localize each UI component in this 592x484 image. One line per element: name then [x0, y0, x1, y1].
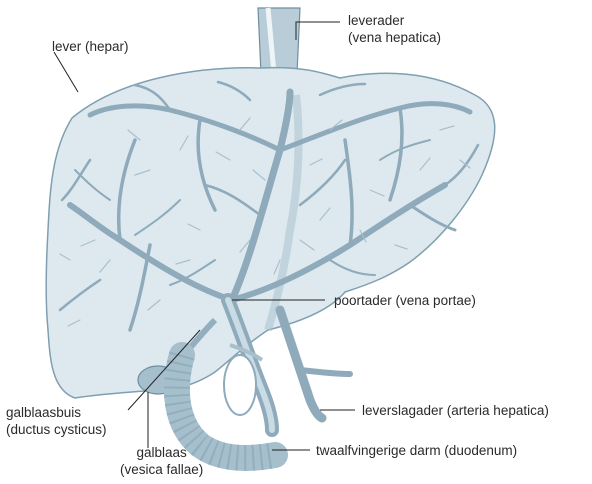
label-leverslagader: leverslagader (arteria hepatica): [362, 402, 549, 419]
label-leverader-line1: leverader: [348, 12, 441, 29]
label-twaalfvingerige-darm: twaalfvingerige darm (duodenum): [316, 442, 517, 459]
label-galblaasbuis-line1: galblaasbuis: [6, 404, 107, 421]
label-galblaas: galblaas (vesica fallae): [120, 444, 203, 478]
label-galblaasbuis: galblaasbuis (ductus cysticus): [6, 404, 107, 438]
label-galblaas-line1: galblaas: [120, 444, 203, 461]
label-poortader: poortader (vena portae): [334, 292, 476, 309]
label-leverader: leverader (vena hepatica): [348, 12, 441, 46]
label-galblaas-line2: (vesica fallae): [120, 461, 203, 478]
label-galblaasbuis-line2: (ductus cysticus): [6, 421, 107, 438]
label-leverader-line2: (vena hepatica): [348, 29, 441, 46]
label-lever: lever (hepar): [52, 38, 129, 55]
